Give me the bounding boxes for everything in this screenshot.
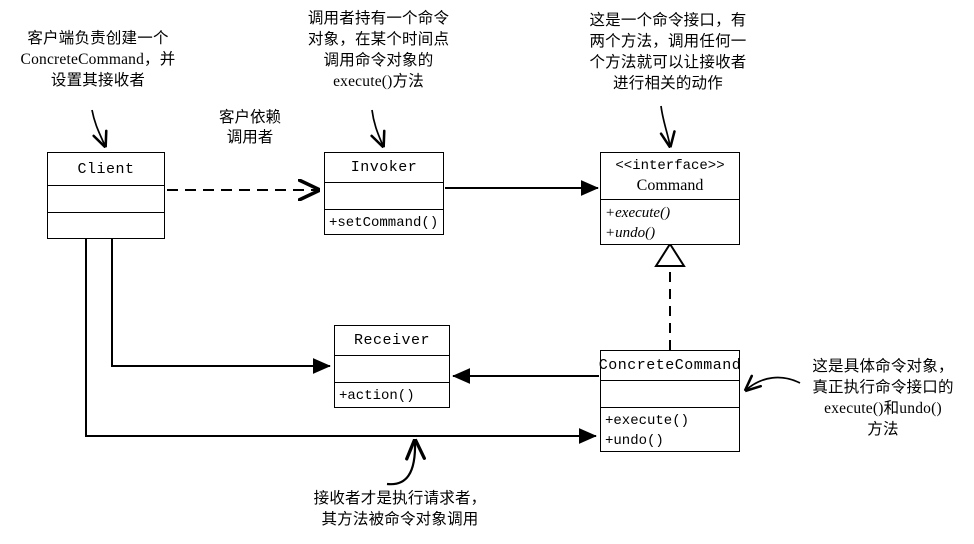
class-name-command: <<interface>> Command bbox=[601, 153, 739, 200]
class-name-label-invoker: Invoker bbox=[350, 159, 418, 176]
class-operations-command: +execute() +undo() bbox=[601, 200, 739, 246]
leader-client-note bbox=[91, 109, 105, 146]
note-concretecommand: 这是具体命令对象， 真正执行命令接口的 execute()和undo() 方法 bbox=[812, 358, 954, 438]
leader-receiver-note bbox=[386, 441, 415, 486]
association-client-to-receiver bbox=[111, 239, 331, 374]
note-receiver: 接收者才是执行请求者， 其方法被命令对象调用 bbox=[313, 490, 487, 528]
edge-label-client-depends-invoker: 客户依赖 调用者 bbox=[218, 109, 281, 146]
operation-execute-concretecommand: +execute() bbox=[605, 412, 690, 429]
class-attributes-invoker bbox=[325, 183, 443, 210]
realization-concretecommand-to-command bbox=[654, 242, 686, 350]
note-invoker: 调用者持有一个命令 对象，在某个时间点 调用命令对象的 execute()方法 bbox=[307, 10, 450, 90]
class-attributes-receiver bbox=[335, 356, 449, 383]
class-box-receiver[interactable]: Receiver +action() bbox=[334, 325, 450, 408]
class-operations-client bbox=[48, 213, 164, 240]
class-box-concretecommand[interactable]: ConcreteCommand +execute() +undo() bbox=[598, 350, 742, 453]
note-command: 这是一个命令接口，有 两个方法，调用任何一 个方法就可以让接收者 进行相关的动作 bbox=[589, 12, 747, 92]
leader-concrete-command-note bbox=[746, 378, 801, 390]
class-operations-receiver: +action() bbox=[335, 383, 449, 409]
note-client: 客户端负责创建一个 ConcreteCommand，并 设置其接收者 bbox=[20, 30, 176, 89]
operation-action: +action() bbox=[339, 388, 415, 404]
class-box-invoker[interactable]: Invoker +setCommand() bbox=[324, 152, 444, 235]
class-name-label-client: Client bbox=[77, 160, 135, 178]
class-box-client[interactable]: Client bbox=[47, 152, 165, 239]
operation-execute-command: +execute() bbox=[605, 205, 671, 221]
operation-undo-command: +undo() bbox=[605, 225, 656, 241]
class-name-label-concretecommand: ConcreteCommand bbox=[598, 357, 742, 374]
class-name-concretecommand: ConcreteCommand bbox=[598, 351, 742, 381]
leader-command-note bbox=[661, 105, 670, 146]
class-name-client: Client bbox=[48, 153, 164, 186]
class-attributes-concretecommand bbox=[601, 381, 739, 408]
class-box-command[interactable]: <<interface>> Command +execute() +undo() bbox=[600, 152, 740, 245]
class-attributes-client bbox=[48, 186, 164, 213]
class-operations-concretecommand: +execute() +undo() bbox=[601, 408, 739, 453]
class-operations-invoker: +setCommand() bbox=[325, 210, 443, 236]
leader-invoker-note bbox=[372, 109, 383, 146]
operation-undo-concretecommand: +undo() bbox=[605, 432, 664, 449]
stereotype-label-interface: <<interface>> bbox=[615, 158, 725, 174]
class-name-receiver: Receiver bbox=[335, 326, 449, 356]
class-name-label-command: Command bbox=[636, 177, 704, 194]
class-name-invoker: Invoker bbox=[325, 153, 443, 183]
operation-setcommand: +setCommand() bbox=[329, 215, 439, 231]
class-name-label-receiver: Receiver bbox=[353, 332, 430, 349]
